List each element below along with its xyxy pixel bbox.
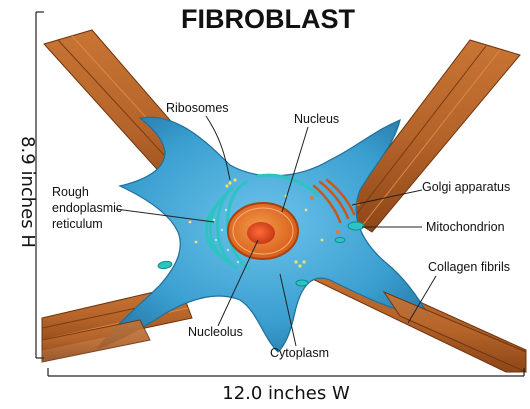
label-rough-er-line3: reticulum <box>52 217 103 231</box>
leader-lines <box>115 115 437 347</box>
leader-collagen <box>407 275 437 324</box>
mitochondrion-1 <box>347 221 365 231</box>
diagram-title: FIBROBLAST <box>181 4 355 34</box>
label-rough-er-line1: Rough <box>52 185 89 199</box>
mitochondria <box>157 221 365 287</box>
leader-cytoplasm <box>279 273 297 347</box>
leader-rough-er <box>115 208 215 223</box>
leader-ribosomes <box>205 115 231 181</box>
height-dimension: 8.9 inches H <box>17 11 44 359</box>
label-nucleus: Nucleus <box>294 112 339 126</box>
nucleolus <box>247 222 275 244</box>
mitochondrion-3 <box>295 279 309 287</box>
leader-golgi <box>351 189 423 206</box>
golgi-apparatus <box>312 178 356 224</box>
width-dimension: 12.0 inches W <box>47 368 525 404</box>
label-rough-er-line2: endoplasmic <box>52 201 122 215</box>
collagen-fibril-top-right <box>339 39 521 233</box>
mitochondrion-4 <box>334 237 346 243</box>
leader-nucleus <box>281 126 309 213</box>
label-nucleolus: Nucleolus <box>188 325 243 339</box>
free-ribosomes <box>188 178 324 268</box>
nucleus-envelope-highlight <box>232 207 294 255</box>
width-label: 12.0 inches W <box>222 383 350 404</box>
collagen-fibril-front-overlay <box>41 290 527 373</box>
height-label: 8.9 inches H <box>17 136 38 248</box>
leader-nucleolus <box>217 239 259 327</box>
label-ribosomes: Ribosomes <box>166 101 229 115</box>
label-mitochondrion: Mitochondrion <box>426 220 505 234</box>
rough-endoplasmic-reticulum <box>205 173 320 270</box>
label-collagen-fibrils: Collagen fibrils <box>428 260 510 274</box>
label-cytoplasm: Cytoplasm <box>270 346 329 360</box>
mitochondrion-2 <box>157 260 173 270</box>
label-golgi-apparatus: Golgi apparatus <box>422 180 510 194</box>
ribosome-dots-er <box>212 208 240 264</box>
